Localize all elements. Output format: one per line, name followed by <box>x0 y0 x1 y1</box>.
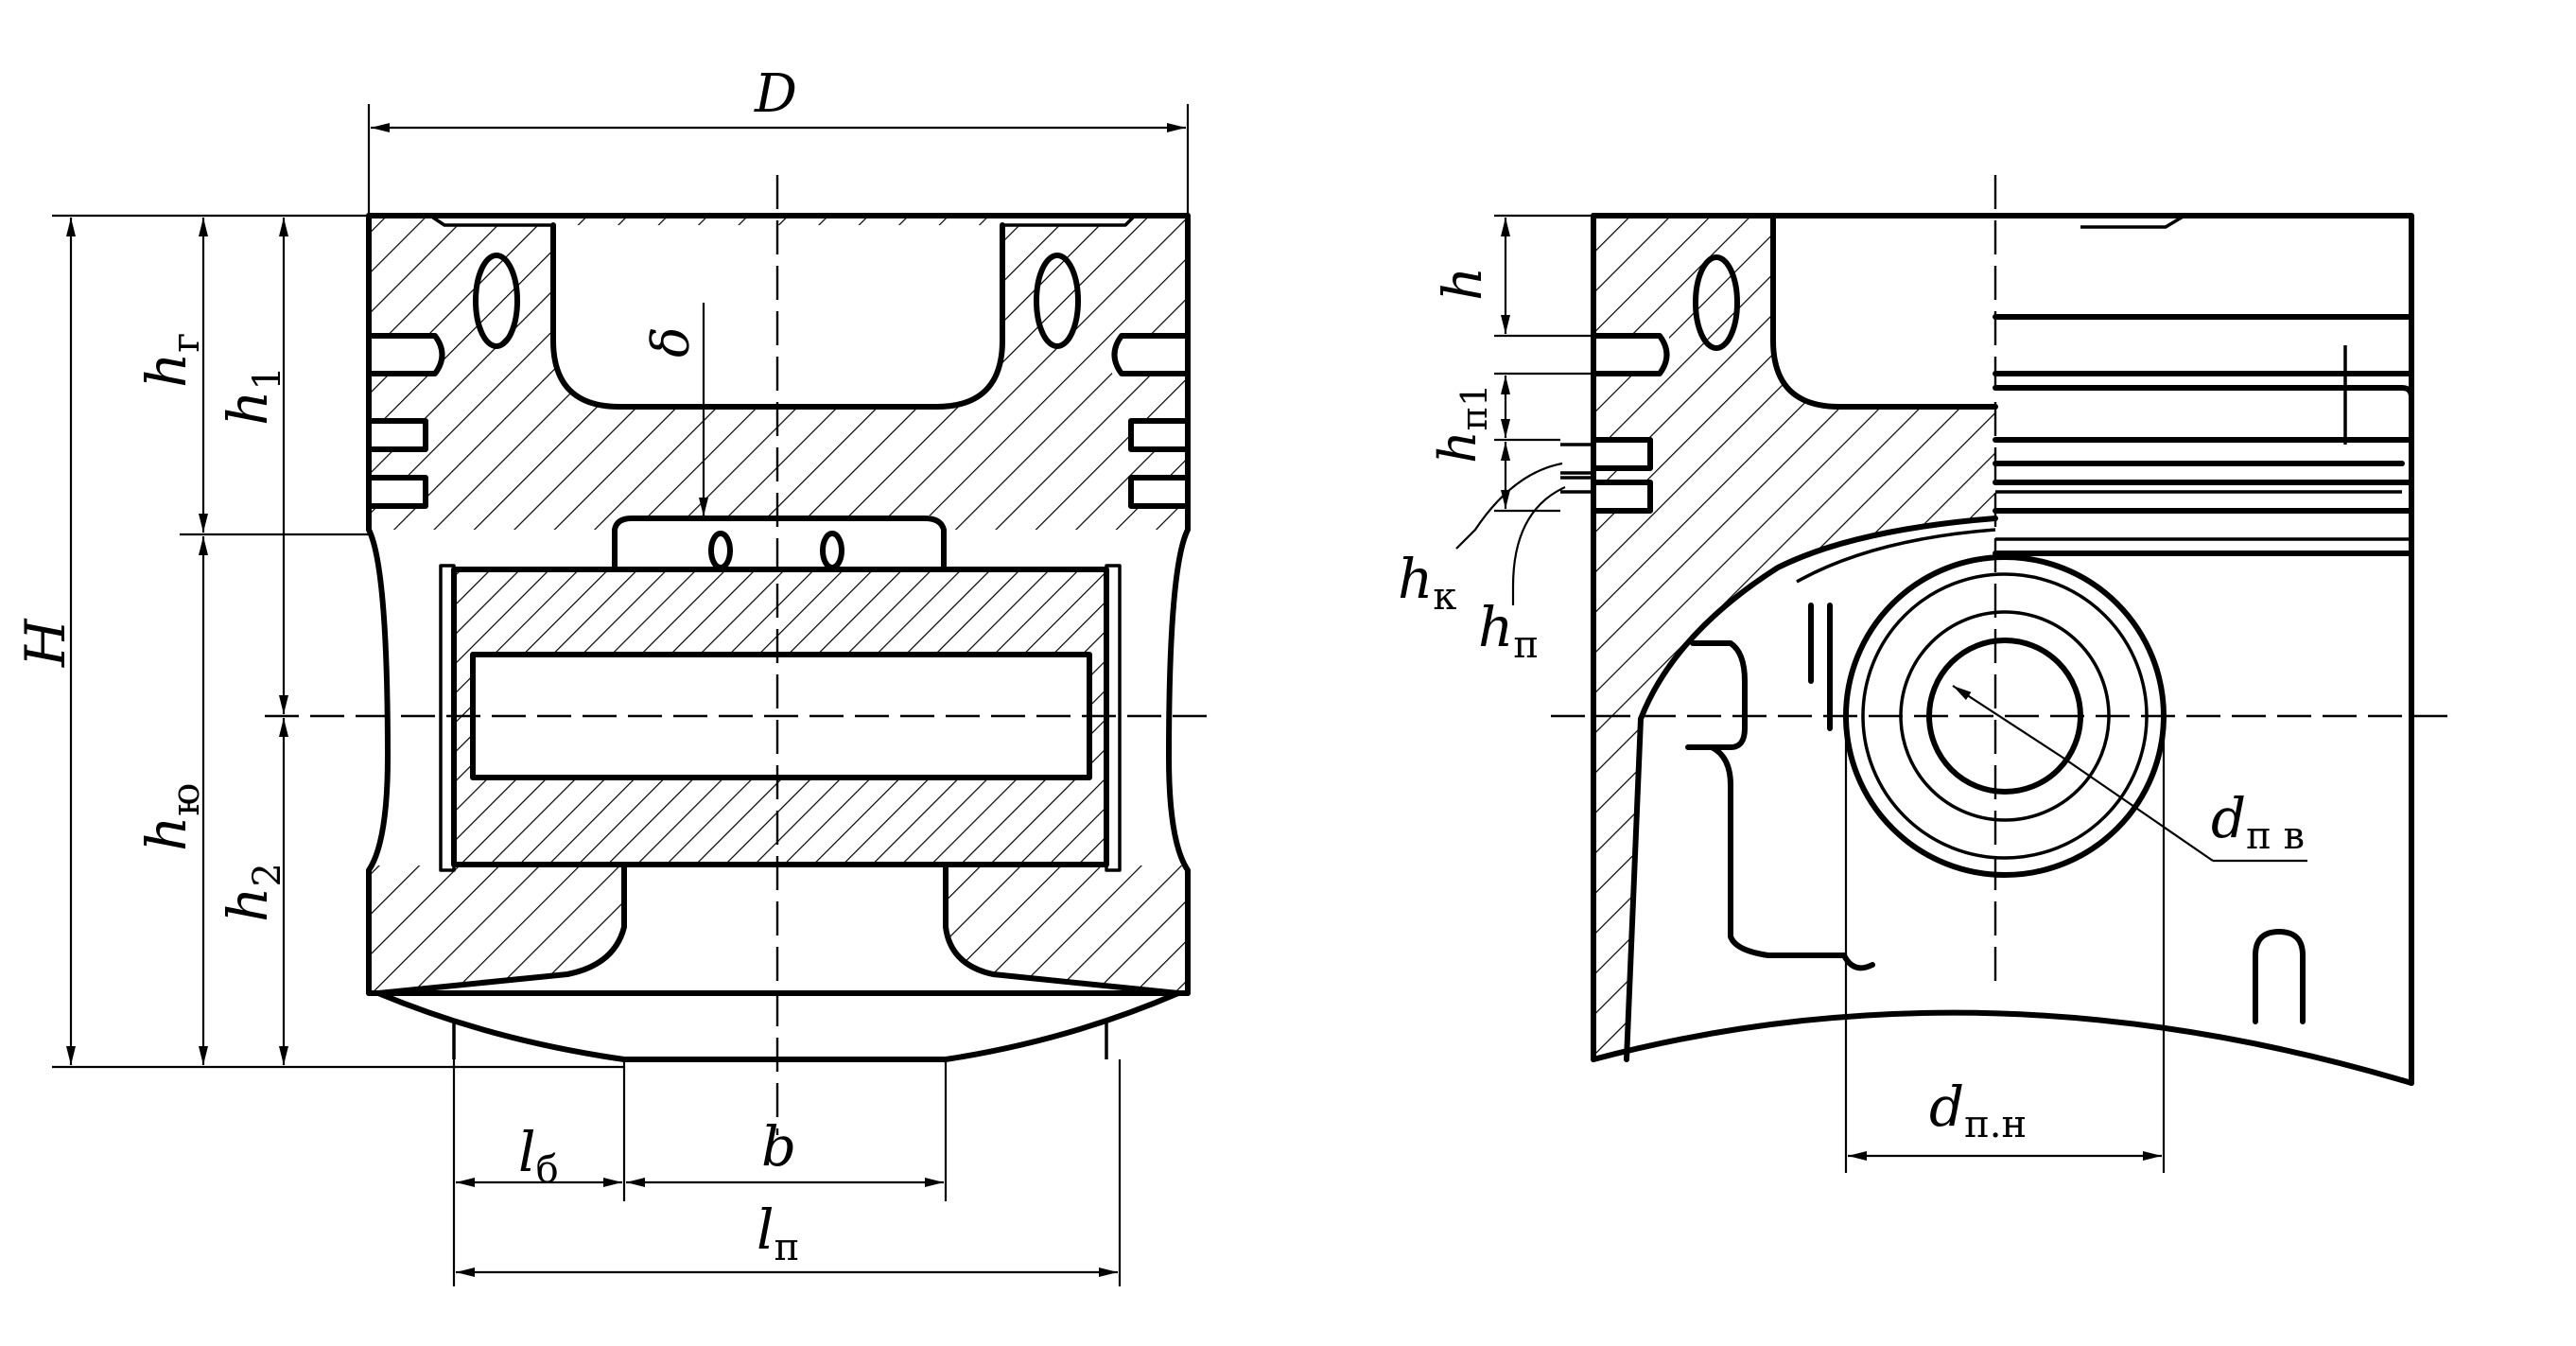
svg-text:h1: h1 <box>216 366 289 426</box>
label-h-k: hк <box>1398 547 1456 619</box>
left-section-view: D H hг h1 hю h2 δ lб b lп <box>13 63 1210 1286</box>
label-h-p1: hп1 <box>1428 384 1495 463</box>
label-h2: h2 <box>216 863 289 922</box>
label-D: D <box>754 63 797 125</box>
label-h-g: hг <box>134 333 208 388</box>
label-l-p: lп <box>757 1197 799 1269</box>
label-H: H <box>13 618 78 668</box>
label-d-pn: dп.н <box>1929 1075 2027 1146</box>
svg-text:hю: hю <box>134 783 208 851</box>
svg-text:h2: h2 <box>216 863 289 922</box>
svg-text:hг: hг <box>134 333 208 388</box>
label-d-pv: dп в <box>2211 786 2305 858</box>
label-h1: h1 <box>216 366 289 426</box>
svg-text:hп1: hп1 <box>1428 384 1495 463</box>
label-b: b <box>761 1114 796 1179</box>
label-h-p: hп <box>1478 595 1539 667</box>
label-h: h <box>1433 267 1494 301</box>
right-half-view: h hп1 hк hп dп в dп.н <box>1398 175 2449 1173</box>
label-delta: δ <box>641 326 701 358</box>
label-h-yu: hю <box>134 783 208 851</box>
label-l-b: lб <box>518 1120 559 1192</box>
